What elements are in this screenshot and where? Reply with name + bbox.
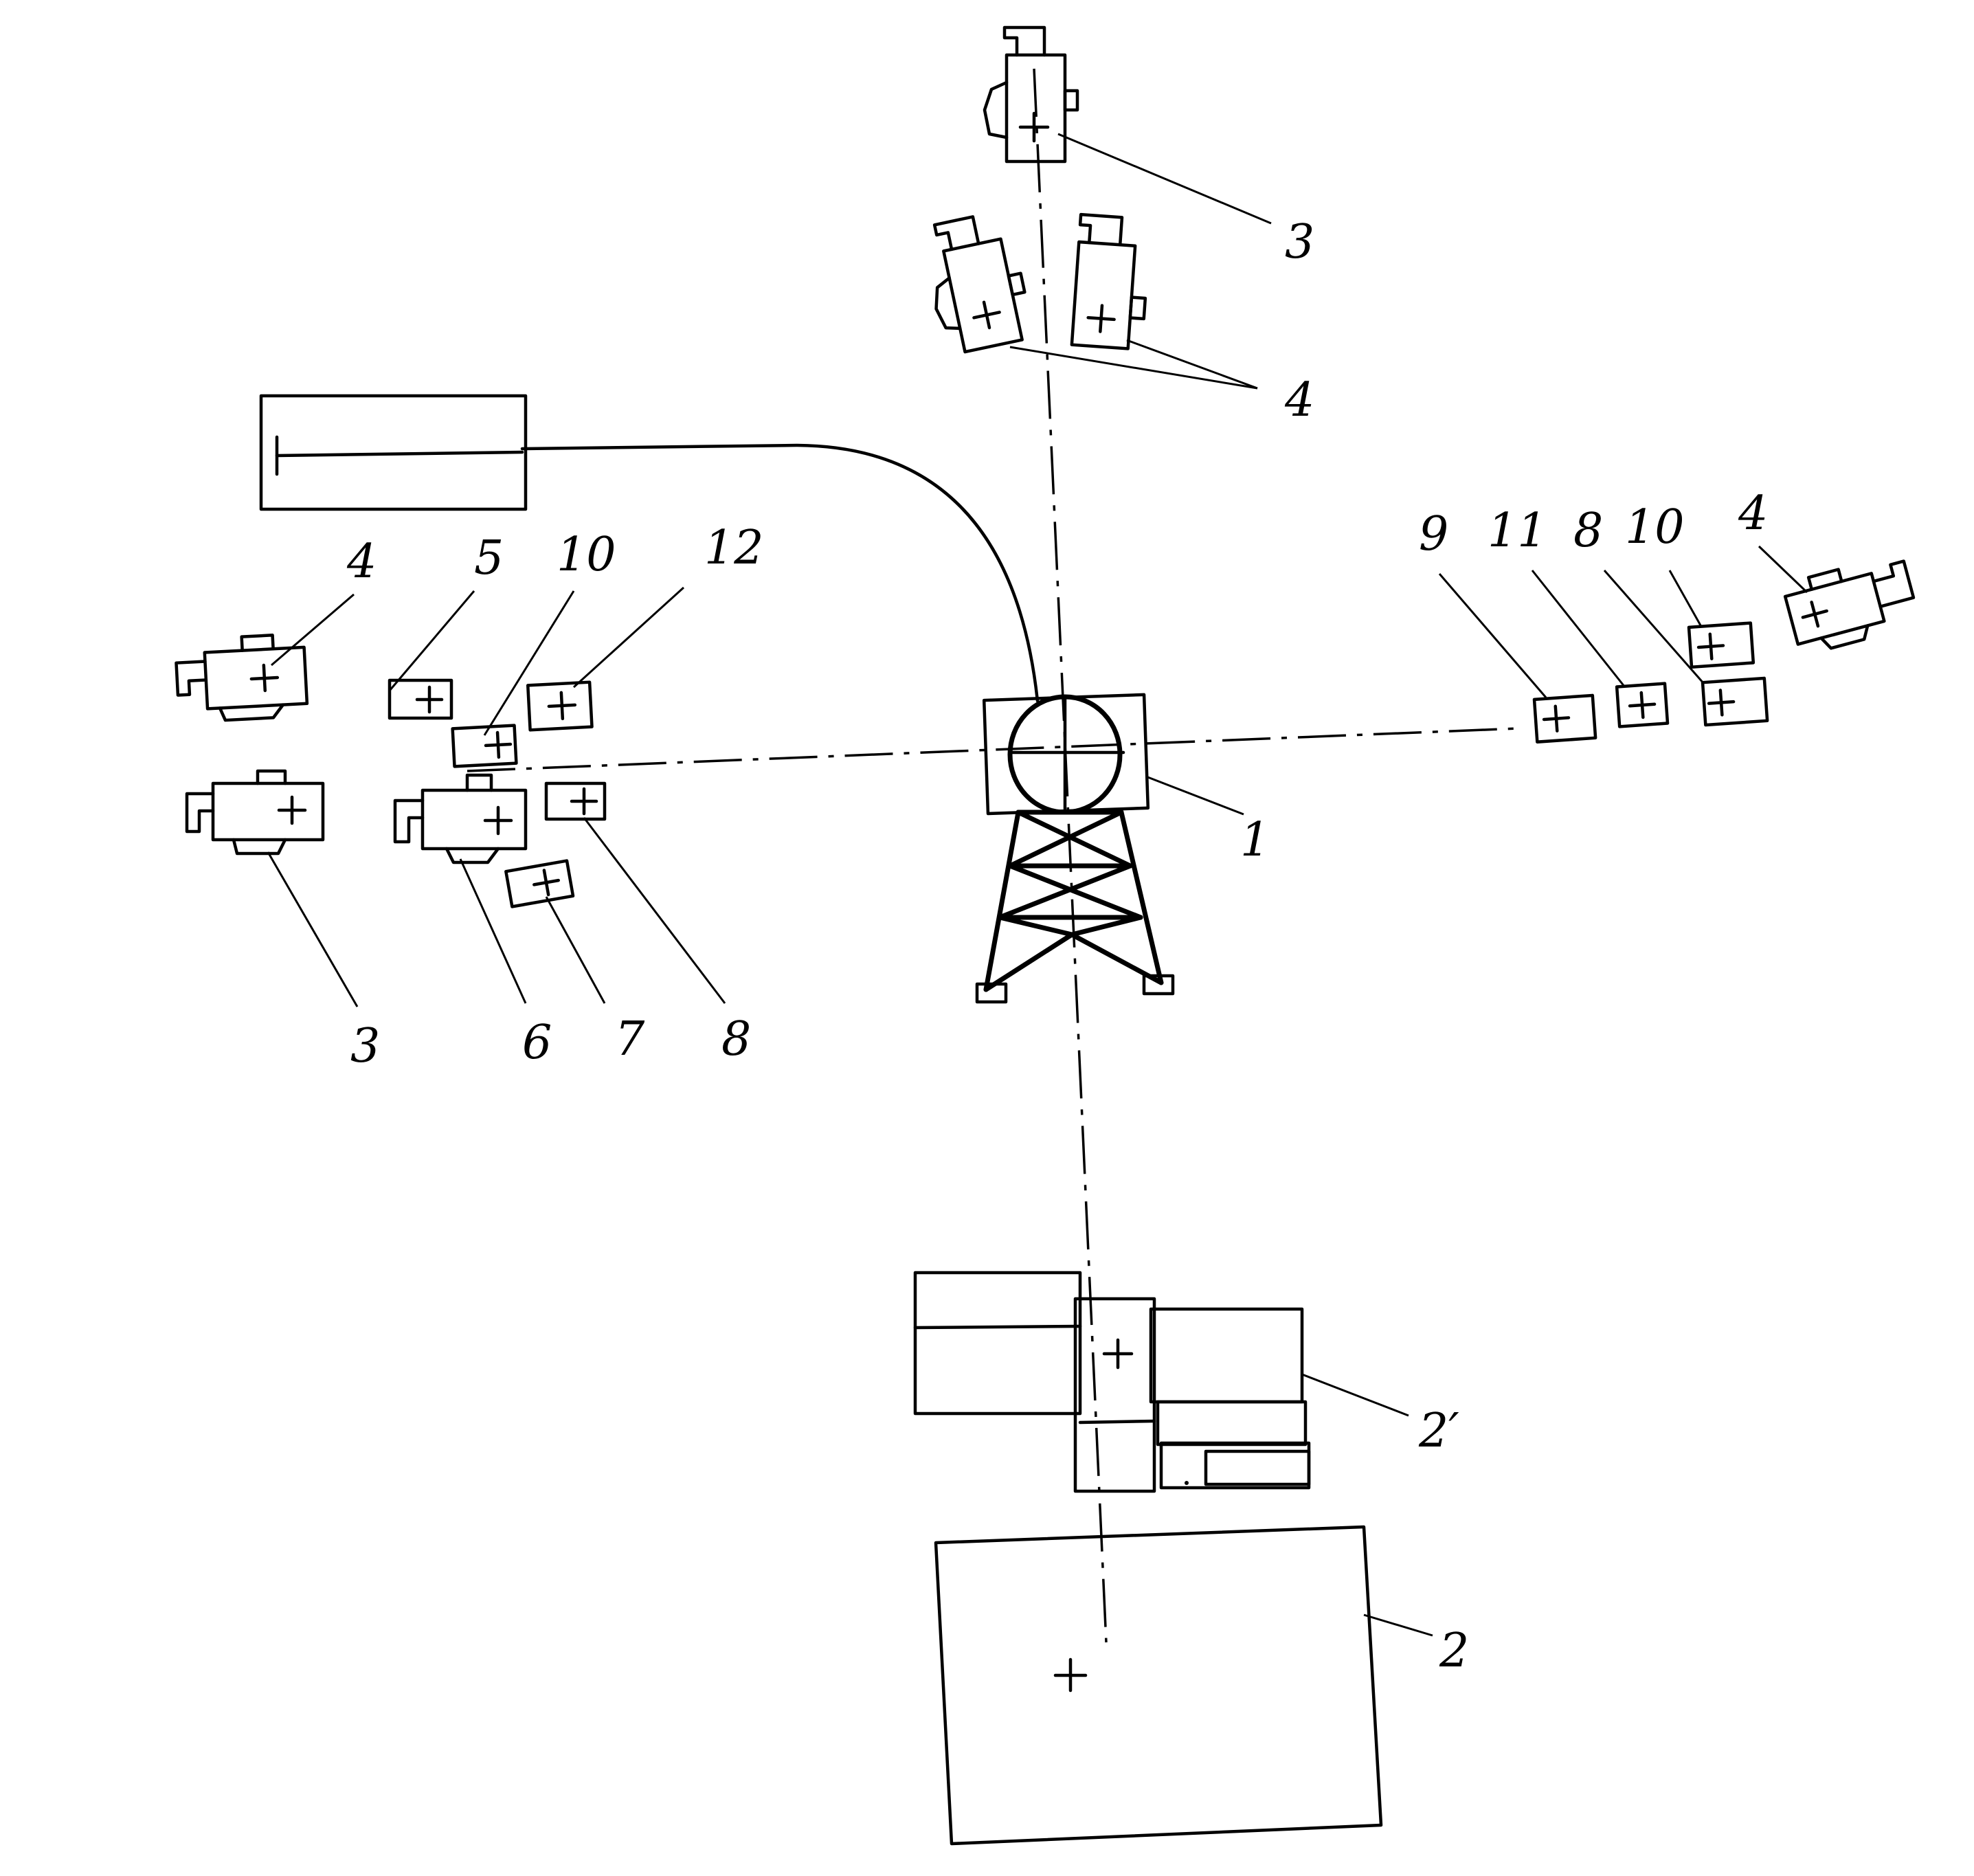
- unit-2-prime: [913, 1271, 1311, 1493]
- vertical-center-axis: [1033, 68, 1108, 1643]
- unit-2: [934, 1525, 1383, 1846]
- label-right-4: 4: [1738, 487, 1768, 541]
- label-right-11: 11: [1488, 504, 1547, 558]
- label-unit-2-prime: 2′: [1418, 1404, 1459, 1458]
- label-left-8: 8: [721, 1012, 751, 1067]
- left-machine-4: [175, 634, 309, 722]
- label-rig-1: 1: [1240, 813, 1270, 867]
- label-left-6: 6: [522, 1016, 552, 1070]
- label-top-4: 4: [1284, 373, 1314, 427]
- left-box-12: [526, 680, 594, 732]
- left-machine-3: [185, 769, 325, 856]
- right-box-8: [1701, 676, 1769, 727]
- left-box-5: [388, 678, 453, 720]
- leader-lines: [267, 133, 1808, 1637]
- label-top-3: 3: [1285, 215, 1314, 269]
- right-box-9: [1532, 693, 1597, 744]
- left-box-7: [504, 859, 575, 908]
- label-left-10: 10: [557, 528, 616, 582]
- connecting-line: [520, 443, 1040, 703]
- left-box-8: [544, 781, 607, 821]
- horizontal-center-axis: [467, 727, 1519, 772]
- label-right-10: 10: [1625, 500, 1685, 555]
- label-left-7: 7: [615, 1012, 645, 1067]
- label-left-12: 12: [704, 521, 764, 575]
- top-machine-3: [983, 25, 1079, 164]
- label-left-3: 3: [350, 1019, 380, 1073]
- label-right-9: 9: [1419, 507, 1448, 561]
- label-left-5: 5: [474, 531, 504, 585]
- right-box-11: [1615, 682, 1670, 728]
- label-left-4: 4: [346, 535, 377, 589]
- top-machine-4a: [932, 215, 1027, 354]
- right-machine-4: [1783, 559, 1916, 650]
- label-unit-2: 2: [1439, 1624, 1469, 1678]
- label-right-8: 8: [1573, 504, 1603, 558]
- left-box-10: [451, 724, 518, 768]
- right-box-10: [1687, 621, 1756, 669]
- top-machine-4b: [1070, 212, 1147, 350]
- drilling-rig: [975, 693, 1175, 1004]
- left-machine-6: [393, 773, 528, 864]
- top-left-box: [259, 394, 528, 511]
